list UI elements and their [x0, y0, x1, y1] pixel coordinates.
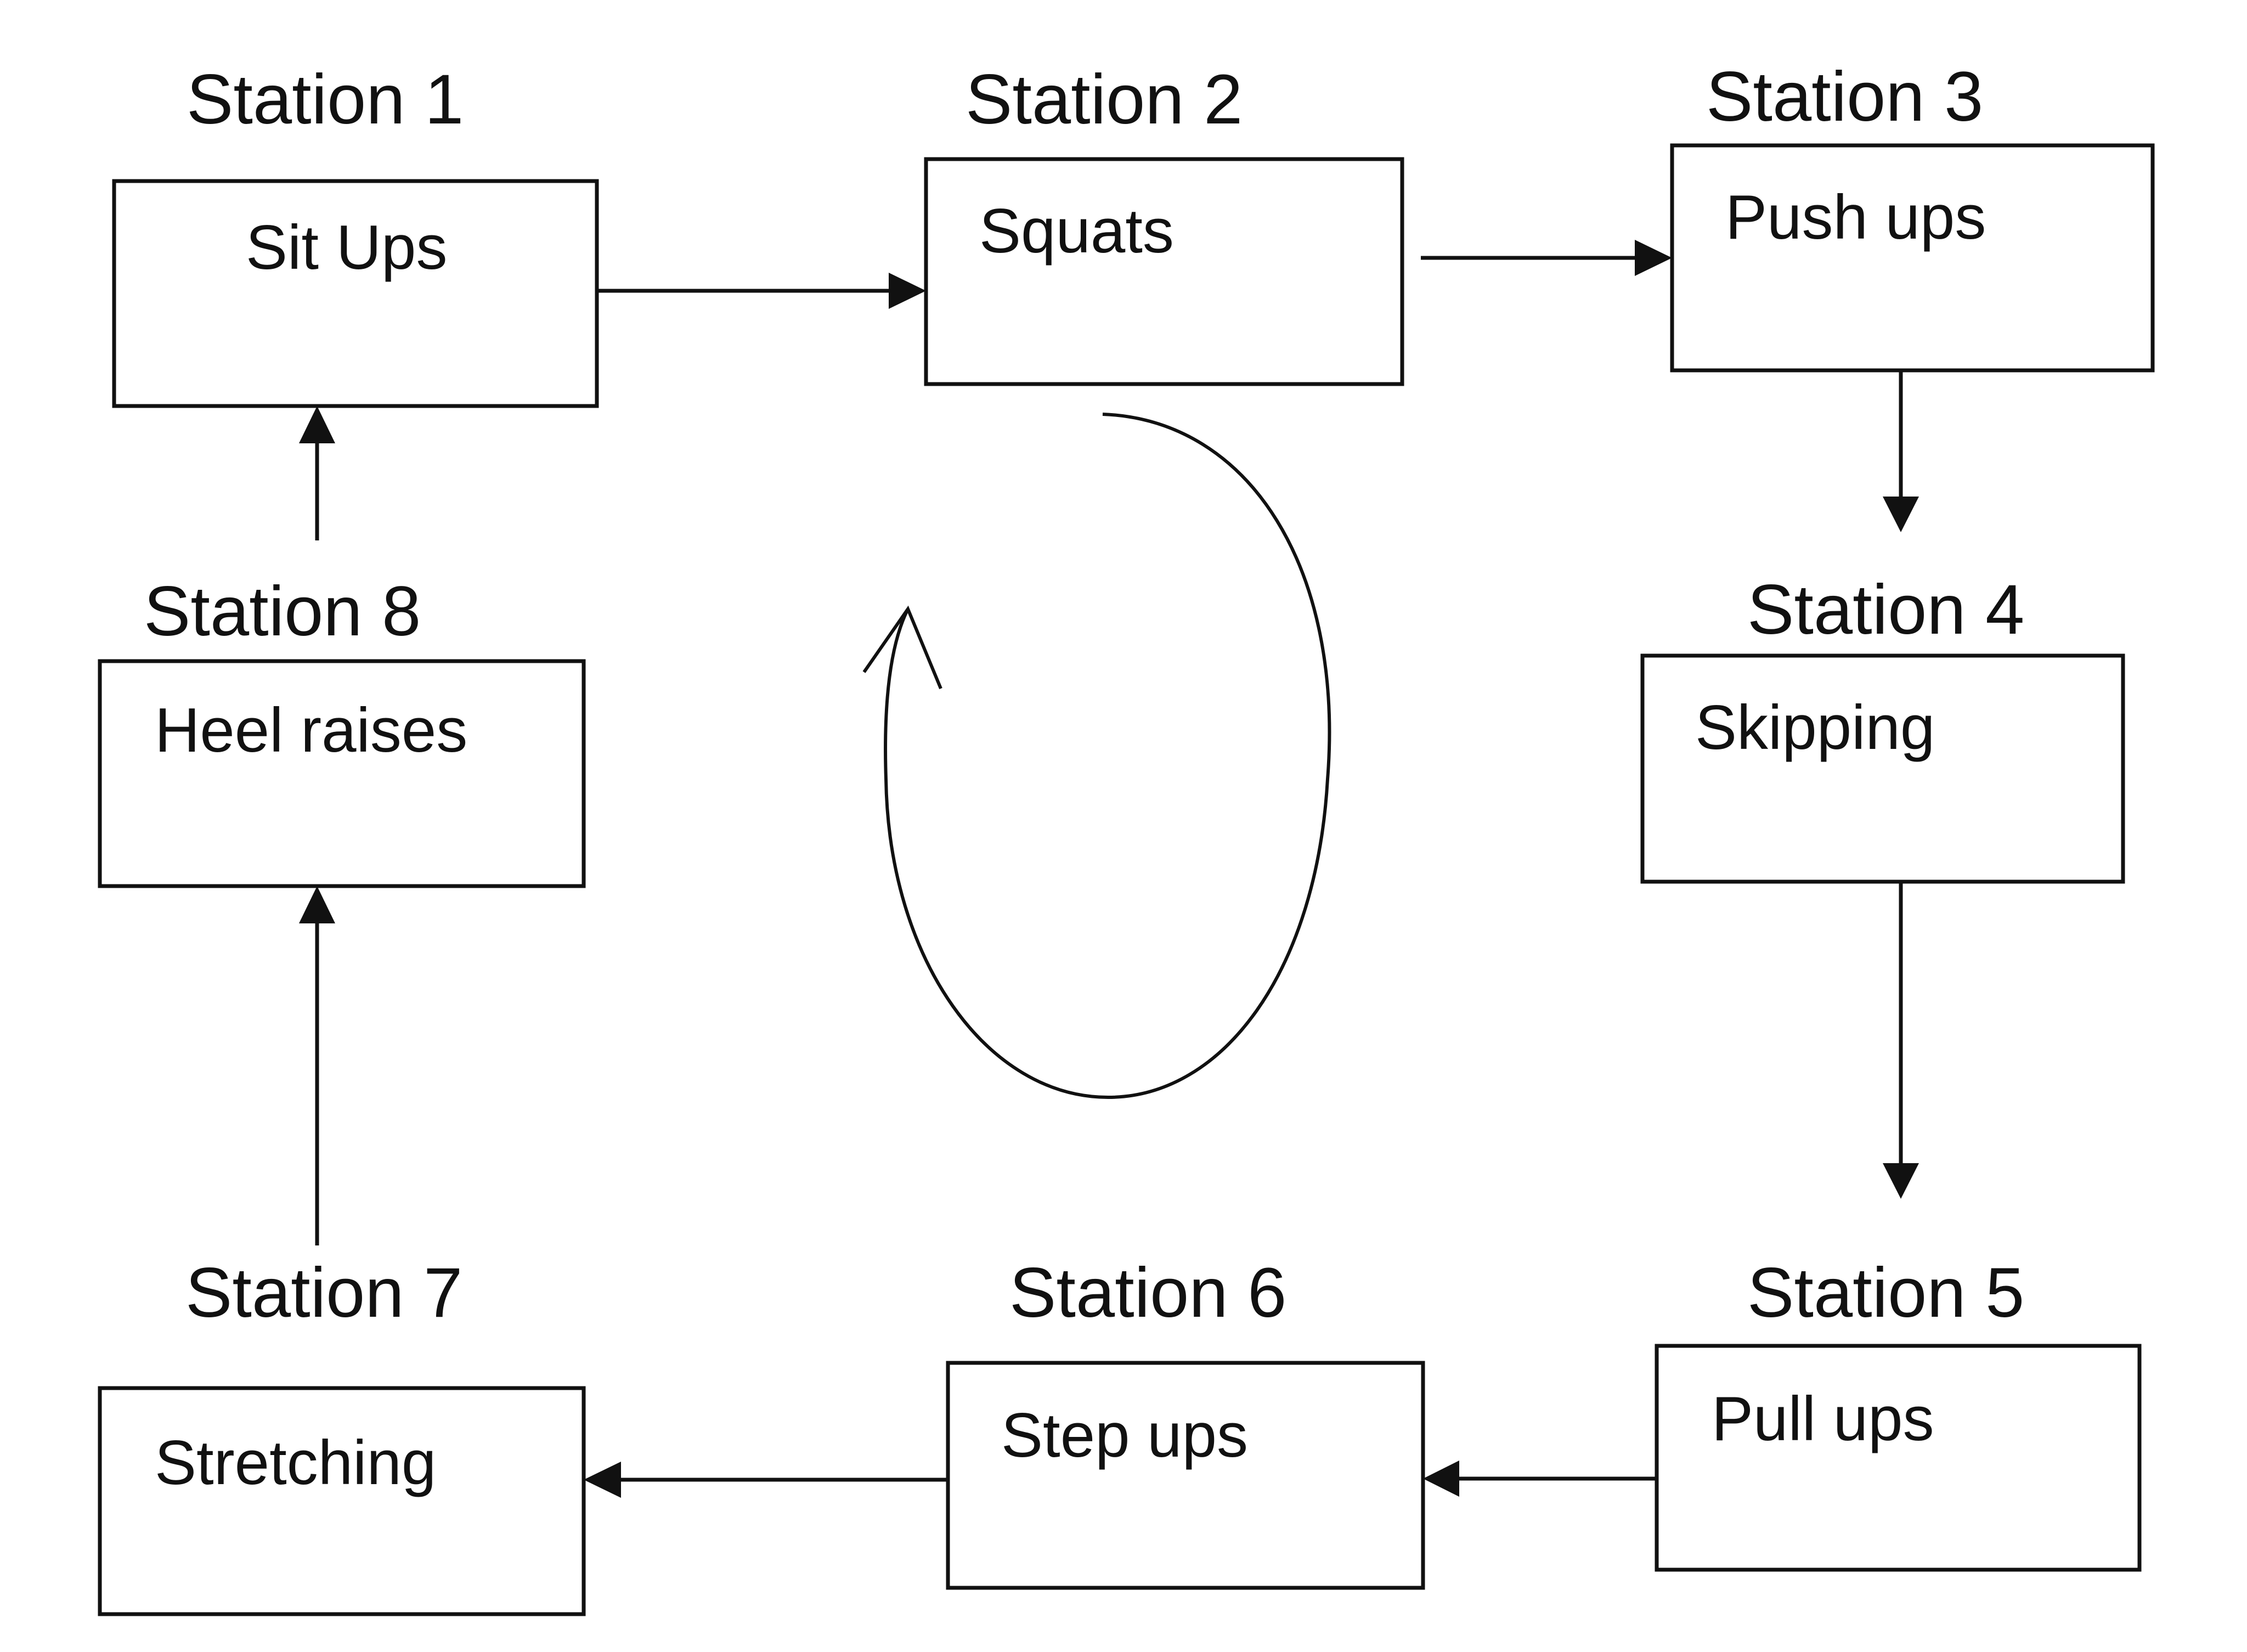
station-7-title: Station 7 — [185, 1254, 462, 1332]
arrow-right-icon — [889, 273, 926, 309]
station-6-activity: Step ups — [1001, 1401, 1248, 1470]
station-5: Station 5 Pull ups — [1655, 1254, 2142, 1572]
station-4-box — [1640, 653, 2125, 884]
arrow-left-icon — [1423, 1461, 1459, 1497]
station-1-title: Station 1 — [187, 60, 464, 139]
station-8-box — [98, 659, 586, 888]
station-3-box — [1670, 143, 2155, 373]
arrow-down-icon — [1883, 497, 1919, 532]
station-1-box — [112, 179, 599, 408]
arrow-right-icon — [1635, 240, 1672, 276]
station-6-title: Station 6 — [1009, 1254, 1286, 1332]
station-5-title: Station 5 — [1747, 1254, 2024, 1332]
clockwise-cycle-arrow-icon — [862, 413, 1331, 1100]
arrow-left-icon — [584, 1462, 621, 1498]
station-2-activity: Squats — [979, 196, 1174, 266]
station-3-activity: Push ups — [1725, 183, 1986, 252]
station-7-activity: Stretching — [155, 1428, 436, 1498]
flow-arrow-8-1 — [299, 406, 335, 540]
flow-arrow-2-3 — [1421, 240, 1672, 276]
station-2: Station 2 Squats — [924, 60, 1404, 386]
station-4: Station 4 Skipping — [1640, 571, 2125, 884]
station-8: Station 8 Heel raises — [98, 572, 586, 888]
station-5-box — [1655, 1344, 2142, 1572]
flow-arrow-4-5 — [1883, 882, 1919, 1199]
flow-arrow-1-2 — [597, 273, 926, 309]
station-3: Station 3 Push ups — [1670, 58, 2155, 373]
flow-arrow-7-8 — [299, 886, 335, 1245]
station-8-title: Station 8 — [144, 572, 421, 651]
station-3-title: Station 3 — [1706, 58, 1983, 136]
station-5-activity: Pull ups — [1712, 1384, 1934, 1454]
arrow-up-icon — [299, 406, 335, 443]
station-2-title: Station 2 — [966, 60, 1243, 139]
flow-arrow-5-6 — [1423, 1461, 1657, 1497]
station-4-title: Station 4 — [1747, 571, 2024, 649]
station-6: Station 6 Step ups — [946, 1254, 1425, 1590]
station-7-box — [98, 1386, 586, 1616]
station-8-activity: Heel raises — [155, 696, 467, 765]
flow-arrow-3-4 — [1883, 370, 1919, 532]
station-1: Station 1 Sit Ups — [112, 60, 599, 408]
arrow-up-icon — [299, 886, 335, 923]
arrow-down-icon — [1883, 1163, 1919, 1199]
station-7: Station 7 Stretching — [98, 1254, 586, 1616]
station-1-activity: Sit Ups — [246, 213, 447, 283]
flow-arrow-6-7 — [584, 1462, 948, 1498]
station-2-box — [924, 157, 1404, 386]
station-6-box — [946, 1361, 1425, 1590]
station-4-activity: Skipping — [1695, 693, 1935, 763]
